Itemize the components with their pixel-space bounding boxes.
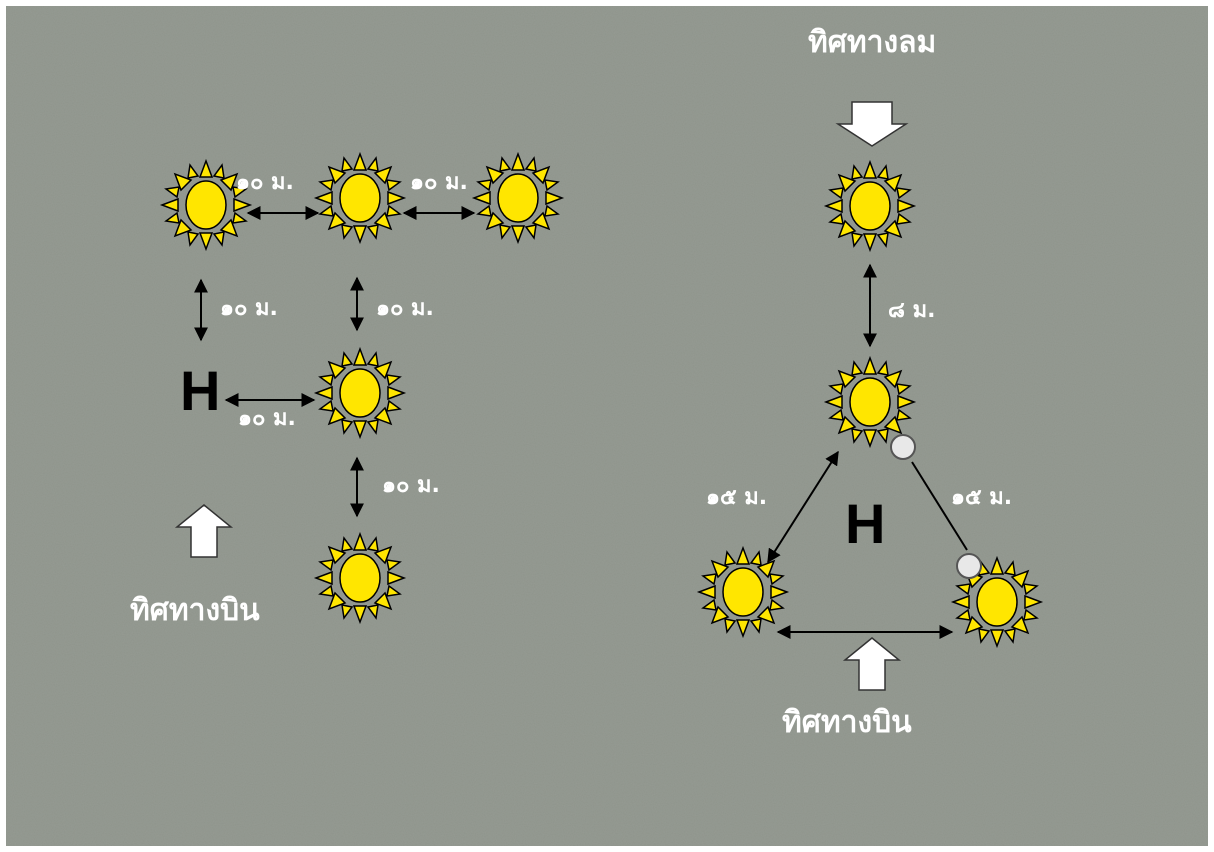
sun-light-icon: [315, 348, 405, 438]
distance-label: ๑๕ ม.: [706, 485, 767, 510]
sun-light-icon: [825, 161, 915, 251]
helipad-marker: H: [845, 492, 885, 555]
sun-light-icon: [315, 153, 405, 243]
distance-label: ๑๐ ม.: [238, 406, 296, 431]
distance-label: ๑๐ ม.: [382, 473, 440, 498]
distance-label: ๑๐ ม.: [220, 296, 278, 321]
distance-label: ๑๐ ม.: [410, 170, 468, 195]
white-marker-icon: [956, 553, 982, 579]
distance-label: ๘ ม.: [888, 298, 936, 323]
flight-direction-label: ทิศทางบิน: [782, 705, 912, 740]
sun-light-icon: [473, 153, 563, 243]
connector-line: [911, 461, 968, 551]
sun-light-icon: [825, 357, 915, 447]
helipad-marker: H: [180, 359, 220, 422]
sun-light-icon: [315, 533, 405, 623]
right-diagram: ทิศทางลม ๘ ม. ๑๕ ม. ๑๕ ม. H ทิศทางบิน: [698, 25, 1042, 740]
distance-label: ๑๐ ม.: [236, 170, 294, 195]
distance-label: ๑๕ ม.: [951, 485, 1012, 510]
left-diagram: ๑๐ ม. ๑๐ ม. ๑๐ ม. ๑๐ ม. ๑๐ ม. ๑๐ ม. H ทิ…: [130, 153, 563, 628]
white-marker-icon: [890, 434, 916, 460]
sun-light-icon: [698, 547, 788, 637]
flight-direction-label: ทิศทางบิน: [130, 593, 260, 628]
double-arrow-icon: [767, 450, 839, 564]
wind-direction-label: ทิศทางลม: [808, 25, 936, 60]
down-arrow-icon: [835, 101, 909, 147]
background-texture: [6, 6, 1208, 846]
distance-label: ๑๐ ม.: [376, 296, 434, 321]
